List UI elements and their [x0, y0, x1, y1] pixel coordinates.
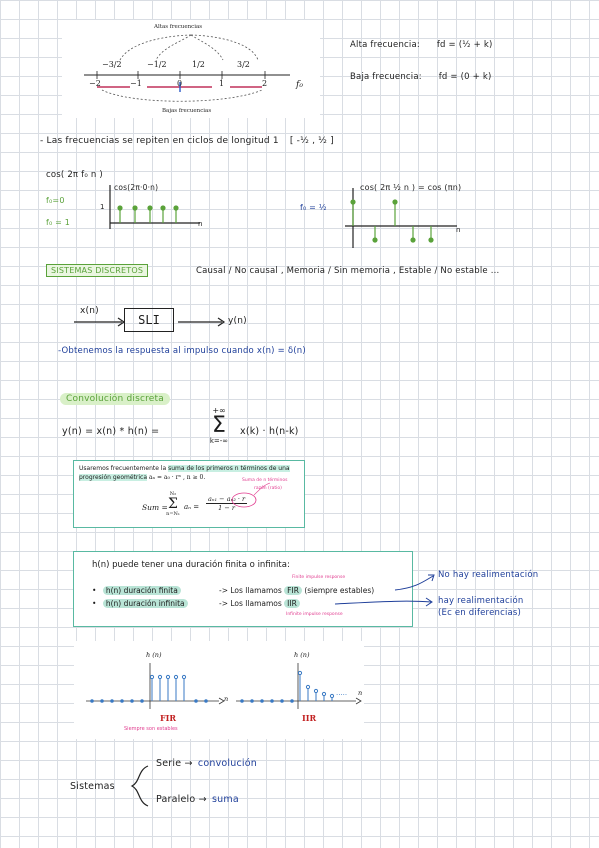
- fir-stable-note: Siempre son estables: [124, 726, 178, 732]
- arc-mid-left: [155, 34, 192, 61]
- sistemas-properties: Causal / No causal , Memoria / Sin memor…: [196, 266, 500, 276]
- repeat-interval: [ -½ , ½ ]: [289, 136, 334, 146]
- top-tick-3: 1/2: [192, 60, 205, 69]
- bottom-tick-2: −1: [130, 79, 142, 88]
- paralelo-label: Paralelo: [156, 794, 196, 805]
- arc-high-left: [119, 34, 192, 61]
- bottom-tick-5: 2: [262, 79, 268, 88]
- high-frequency-formula: fd = (½ + k): [436, 40, 493, 50]
- impulse-note: -Obtenemos la respuesta al impulso cuand…: [58, 346, 306, 356]
- hn-card: h(n) puede tener una duración finita o i…: [73, 551, 413, 627]
- paralelo-row: Paralelo → suma: [156, 794, 239, 805]
- sum-lower: k=-∞: [209, 437, 229, 445]
- fir-n-label: n: [224, 695, 229, 703]
- left-plot-title: cos(2π·0·n): [114, 183, 159, 192]
- geometric-text-1: Usaremos frecuentemente la suma de los p…: [79, 465, 290, 472]
- fir-tag: FIR: [284, 586, 302, 595]
- fir-h-label: h (n): [146, 651, 162, 659]
- high-frequency-label: Alta frecuencia:: [350, 40, 420, 50]
- fir-note: Finite impulse response: [292, 575, 346, 580]
- left-one-label: 1: [100, 203, 105, 211]
- arc-low: [101, 89, 263, 102]
- hn-title: h(n) puede tener una duración finita o i…: [92, 560, 290, 570]
- geometric-note-2: razón (ratio): [254, 486, 282, 491]
- hn-bullet-finite: • h(n) duración finita: [92, 586, 181, 595]
- right-n-label: n: [456, 226, 461, 234]
- convolution-rhs: x(k) · h(n-k): [240, 426, 299, 437]
- geometric-sum-label: Sum =: [142, 503, 168, 512]
- right-plot-title: cos( 2π ½ n ) = cos (πn): [360, 183, 462, 192]
- convolucion-tag: Convolución discreta: [60, 393, 170, 405]
- convolution-sum: +∞ Σ k=-∞: [206, 406, 232, 445]
- fir-duration: h(n) duración finita: [102, 586, 181, 595]
- repeat-text: - Las frecuencias se repiten en ciclos d…: [40, 136, 279, 146]
- sistemas-label: Sistemas: [70, 781, 115, 792]
- iir-note: Infinite impulse response: [286, 612, 343, 617]
- geometric-sum: N₂ Σ n=N₁: [166, 491, 180, 517]
- geometric-series-card: Usaremos frecuentemente la suma de los p…: [73, 460, 305, 528]
- f0-zero-label: f₀=0: [46, 196, 65, 205]
- paralelo-result: suma: [212, 794, 239, 805]
- sum-symbol: Σ: [212, 413, 226, 438]
- sli-output: y(n): [228, 316, 247, 326]
- sli-box: SLI: [124, 308, 174, 332]
- top-tick-2: −1/2: [147, 60, 167, 69]
- sli-input: x(n): [80, 306, 99, 316]
- stem-plots: h (n) h (n): [74, 641, 364, 739]
- high-frequencies-label: Altas frecuencias: [154, 24, 203, 30]
- right-f0-label: f₀ = ½: [300, 203, 327, 212]
- axis-label-f0: f₀: [296, 80, 303, 90]
- left-n-label: n: [198, 220, 203, 228]
- right-stem-plot: [345, 188, 457, 248]
- realimentation-arrows: [334, 574, 435, 607]
- serie-label: Serie: [156, 758, 182, 769]
- iir-dots: ·····: [336, 691, 348, 699]
- iir-n-label: n: [358, 689, 363, 697]
- geometric-note-1: Suma de n términos: [242, 478, 288, 483]
- sistemas-brace: [130, 765, 149, 807]
- left-stem-plot: [109, 185, 200, 229]
- bottom-tick-4: 1: [219, 79, 225, 88]
- sum-upper: +∞: [212, 406, 226, 415]
- geometric-highlight-circle: [231, 482, 271, 508]
- geometric-text-2: progresión geométrica aₙ = a₀ · rⁿ , n ≥…: [79, 474, 206, 481]
- low-frequency-formula: fd = (0 + k): [438, 72, 492, 82]
- low-frequency-label: Baja frecuencia:: [350, 72, 422, 82]
- cos-general: cos( 2π f₀ n ): [46, 170, 103, 180]
- iir-h-label: h (n): [294, 651, 310, 659]
- low-frequency-note: Baja frecuencia: fd = (0 + k): [350, 72, 492, 82]
- fir-iir-stems: [86, 663, 362, 709]
- iir-duration: h(n) duración infinita: [102, 599, 188, 608]
- top-tick-1: −3/2: [102, 60, 122, 69]
- fir-label: FIR: [160, 713, 177, 723]
- no-feedback-label: No hay realimentación: [438, 570, 539, 580]
- iir-label: IIR: [302, 713, 317, 723]
- iir-tag: IIR: [284, 599, 300, 608]
- serie-row: Serie → convolución: [156, 758, 257, 769]
- hn-bullet-finite-rest: -> Los llamamos FIR (siempre estables): [219, 586, 375, 595]
- bottom-tick-3: 0: [177, 79, 183, 88]
- f0-one-label: f₀ = 1: [46, 218, 71, 227]
- frequency-figure: Altas frecuencias −3/2 −1/2 1/2 3/2 −2 −…: [62, 20, 320, 118]
- sistemas-tag: SISTEMAS DISCRETOS: [46, 264, 149, 277]
- arc-high-right: [190, 34, 259, 61]
- serie-result: convolución: [197, 758, 257, 769]
- geometric-term: aₙ =: [184, 503, 200, 511]
- hn-bullet-infinite-rest: -> Los llamamos IIR: [219, 599, 300, 608]
- low-frequencies-label: Bajas frecuencias: [162, 108, 212, 114]
- feedback-label: hay realimentación: [438, 596, 524, 606]
- convolution-lhs: y(n) = x(n) * h(n) =: [62, 426, 160, 437]
- geometric-fraction: aₙ₁ − aₙ₂ · r 1 − r: [206, 495, 248, 512]
- bottom-tick-1: −2: [89, 79, 101, 88]
- top-tick-4: 3/2: [237, 60, 250, 69]
- arc-mid-right: [190, 34, 224, 61]
- hn-bullet-infinite: • h(n) duración infinita: [92, 599, 188, 608]
- difference-equation-label: (Ec en diferencias): [438, 608, 522, 618]
- high-frequency-note: Alta frecuencia: fd = (½ + k): [350, 40, 492, 50]
- sli-box-label: SLI: [138, 313, 160, 327]
- frequency-arcs: [84, 34, 290, 102]
- repeat-note: - Las frecuencias se repiten en ciclos d…: [40, 136, 334, 146]
